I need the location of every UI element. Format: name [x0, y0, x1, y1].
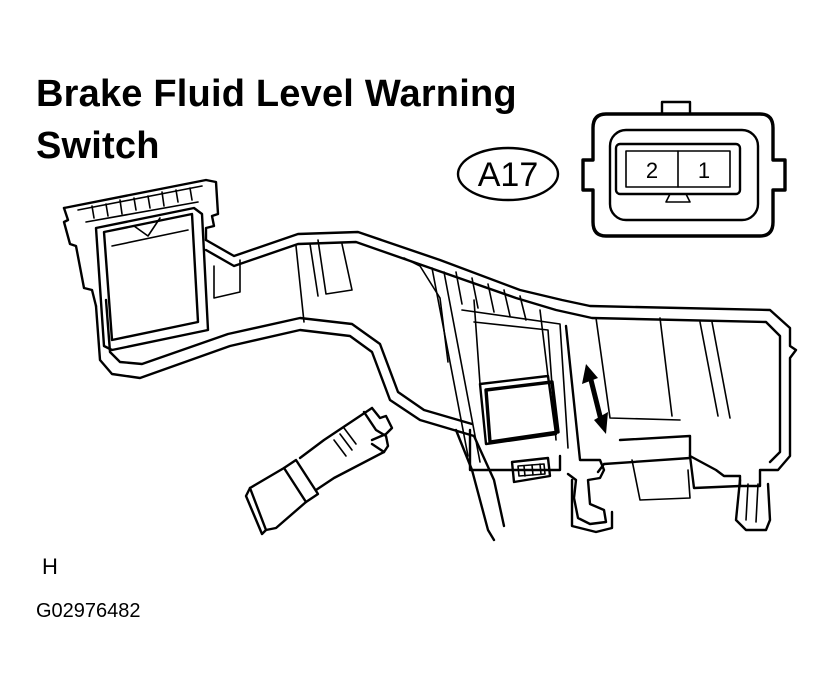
reservoir-right-section	[564, 317, 772, 534]
reservoir-body	[94, 230, 798, 488]
diagram-title: Brake Fluid Level Warning Switch	[36, 68, 517, 172]
title-line-2: Switch	[36, 125, 160, 167]
float-housing	[468, 299, 562, 484]
figure-code: G02976482	[36, 600, 141, 622]
view-marker: H	[42, 554, 58, 579]
connector-callout: A17	[456, 146, 560, 202]
title-line-1: Brake Fluid Level Warning	[36, 73, 517, 115]
connector-callout-label: A17	[478, 156, 539, 194]
float-movement-arrow-icon	[582, 364, 608, 434]
wire-harness	[244, 406, 394, 536]
pin-label-left: 2	[646, 158, 658, 183]
pin-label-right: 1	[698, 158, 710, 183]
connector-face: 2 1	[581, 100, 787, 238]
reservoir-cap	[62, 178, 220, 352]
reservoir-lower-wall	[454, 428, 506, 542]
